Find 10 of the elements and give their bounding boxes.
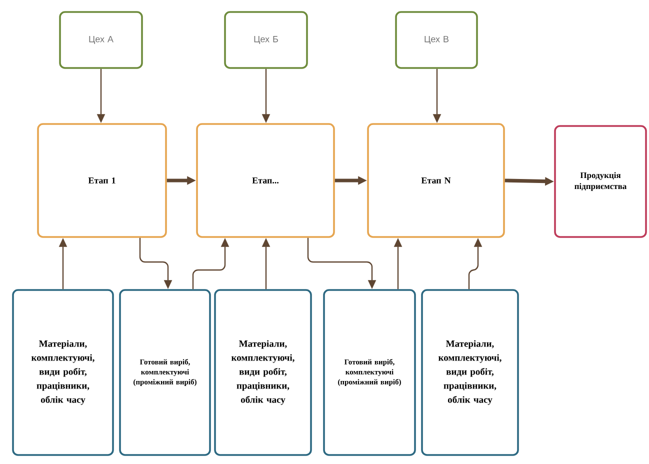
resources-box: Матеріали, комплектуючі, види робіт, працівники, облік часу xyxy=(421,289,519,456)
stage-box: Етап... xyxy=(196,123,335,238)
stage-box: Етап 1 xyxy=(37,123,167,238)
workshop-box: Цех А xyxy=(59,11,143,69)
workshop-box: Цех Б xyxy=(224,11,308,69)
resources-box: Матеріали, комплектуючі, види робіт, працівники, облік часу xyxy=(214,289,312,456)
stage-box: Етап N xyxy=(367,123,505,238)
resources-box: Матеріали, комплектуючі, види робіт, працівники, облік часу xyxy=(12,289,114,456)
product-box: Продукція підприємства xyxy=(554,125,647,238)
workshop-box: Цех В xyxy=(395,11,478,69)
